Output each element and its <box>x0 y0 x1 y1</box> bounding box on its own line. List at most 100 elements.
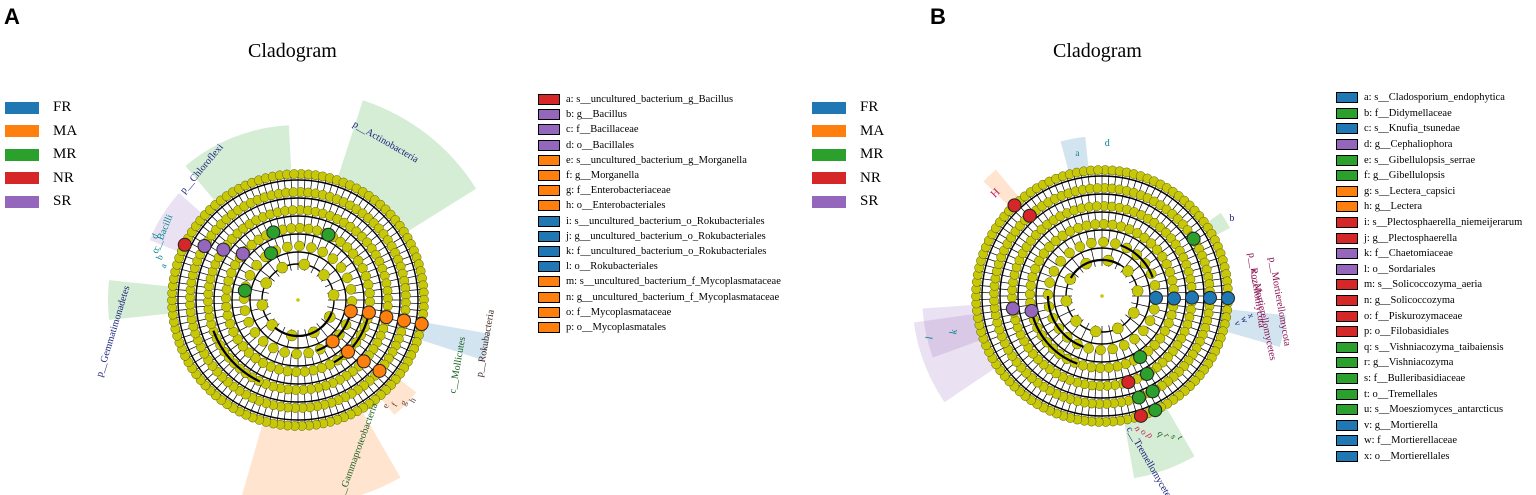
panel-a-node <box>287 205 298 216</box>
feature-swatch <box>1336 185 1358 197</box>
feature-legend-item: g: s__Lectera_capsici <box>1336 184 1522 200</box>
panel-a-node <box>308 365 319 376</box>
panel-a-biomarker-node <box>361 305 376 320</box>
panel-b-clade-shade <box>1060 136 1089 171</box>
panel-b-clade-label: r <box>1162 431 1172 439</box>
panel-a-node <box>239 305 251 316</box>
group-label: MA <box>860 122 885 139</box>
feature-swatch <box>1336 450 1358 462</box>
feature-legend-item: m: s__Solicoccozyma_aeria <box>1336 277 1522 293</box>
feature-legend-item: p: o__Filobasidiales <box>1336 324 1522 340</box>
panel-a-node <box>335 236 346 247</box>
panel-a-ring-arc <box>249 251 347 349</box>
panel-b-node <box>1164 267 1176 278</box>
panel-b-title: Cladogram <box>1053 40 1142 62</box>
panel-b-node <box>1064 273 1076 285</box>
group-legend-item: FR <box>812 96 884 120</box>
feature-label: c: f__Bacillaceae <box>566 124 639 136</box>
feature-swatch <box>538 230 560 242</box>
panel-b-clade-label: a <box>1075 148 1079 158</box>
feature-label: t: o__Tremellales <box>1364 388 1438 400</box>
panel-a-node <box>222 310 233 321</box>
feature-label: f: g__Morganella <box>566 170 639 182</box>
panel-a-node <box>348 248 359 259</box>
panel-a-ring-arc <box>177 179 419 421</box>
panel-a-node <box>257 336 269 347</box>
panel-b-clade-shade <box>983 169 1019 206</box>
feature-legend-item: q: s__Vishniacozyma_taibaiensis <box>1336 340 1522 356</box>
panel-a-clade-shade <box>375 373 417 415</box>
panel-b-node <box>1034 255 1045 266</box>
panel-a-node <box>257 357 268 368</box>
feature-legend-item: e: s__Gibellulopsis_serrae <box>1336 152 1522 168</box>
panel-a-biomarker-node <box>379 310 394 325</box>
panel-b-biomarker-node <box>1140 366 1154 381</box>
panel-a-node <box>298 258 311 271</box>
feature-legend-item: r: g__Vishniacozyma <box>1336 355 1522 371</box>
panel-a-biomarker-node <box>264 246 278 261</box>
feature-label: m: s__Solicoccozyma_aeria <box>1364 279 1483 291</box>
feature-legend-item: w: f__Mortierellaceae <box>1336 433 1522 449</box>
feature-swatch <box>1336 341 1358 353</box>
panel-b-node <box>1139 232 1150 243</box>
feature-label: h: g__Lectera <box>1364 201 1423 213</box>
panel-b-root-node <box>1100 294 1104 298</box>
panel-b-node <box>1138 325 1149 337</box>
feature-label: k: f__Chaetomiaceae <box>1364 248 1453 260</box>
panel-b-node <box>1038 248 1049 259</box>
panel-b-node <box>1098 218 1109 230</box>
panel-a-clade-shade <box>149 192 202 252</box>
feature-legend-item: t: o__Tremellales <box>1336 386 1522 402</box>
panel-b-node <box>1089 325 1102 338</box>
feature-swatch <box>1336 326 1358 338</box>
feature-label: l: o__Sordariales <box>1364 263 1436 275</box>
panel-b-node <box>1073 222 1084 234</box>
feature-swatch <box>1336 232 1358 244</box>
feature-swatch <box>1336 248 1358 260</box>
panel-a-node <box>364 296 376 307</box>
panel-a-clade-shade <box>185 125 292 201</box>
panel-a-node <box>220 293 232 304</box>
panel-b-biomarker-node <box>1133 350 1148 365</box>
panel-a-node <box>353 255 364 266</box>
feature-label: h: o__Enterobacteriales <box>566 200 666 212</box>
feature-legend-item: j: g__uncultured_bacterium_o_Rokubacteri… <box>538 229 781 244</box>
panel-a-clade-shade <box>338 100 477 232</box>
feature-legend-item: d: g__Cephaliophora <box>1336 137 1522 153</box>
panel-b-node <box>1057 230 1068 241</box>
panel-a-node <box>342 242 353 253</box>
panel-b-clade-shade <box>922 304 990 358</box>
feature-legend-item: l: o__Sordariales <box>1336 262 1522 278</box>
feature-label: j: g__uncultured_bacterium_o_Rokubacteri… <box>566 230 766 242</box>
panel-b-node <box>1095 344 1106 356</box>
panel-a-ring-arc <box>195 197 401 403</box>
panel-b-node <box>1112 361 1123 372</box>
panel-b-node <box>1155 333 1166 344</box>
panel-b-clade-shade <box>1208 212 1231 235</box>
panel-b-node <box>1149 304 1160 315</box>
panel-a-clade-label: e <box>380 402 391 410</box>
group-label: MR <box>860 146 884 163</box>
feature-legend-item: h: o__Enterobacteriales <box>538 198 781 213</box>
feature-swatch <box>1336 263 1358 275</box>
group-legend-item: NR <box>5 167 77 191</box>
panel-a-node <box>335 262 347 273</box>
panel-a-clade-label: d <box>149 231 160 240</box>
panel-a-letter: A <box>4 4 20 29</box>
panel-b-node <box>1122 265 1134 277</box>
panel-b-node <box>1120 358 1131 370</box>
feature-label: m: s__uncultured_bacterium_f_Mycoplasmat… <box>566 276 781 288</box>
group-legend-item: NR <box>812 167 884 191</box>
panel-b-biomarker-node <box>1005 301 1020 316</box>
group-label: MR <box>53 146 77 163</box>
feature-label: u: s__Moesziomyces_antarcticus <box>1364 404 1504 416</box>
panel-b-biomarker-node <box>1186 231 1201 246</box>
panel-b-biomarker-node <box>1202 290 1217 305</box>
group-swatch-mr <box>5 148 39 161</box>
panel-b-node <box>1157 251 1168 262</box>
feature-legend-item: u: s__Moesziomyces_antarcticus <box>1336 402 1522 418</box>
panel-b-node <box>1149 340 1160 351</box>
feature-label: g: s__Lectera_capsici <box>1364 185 1456 197</box>
